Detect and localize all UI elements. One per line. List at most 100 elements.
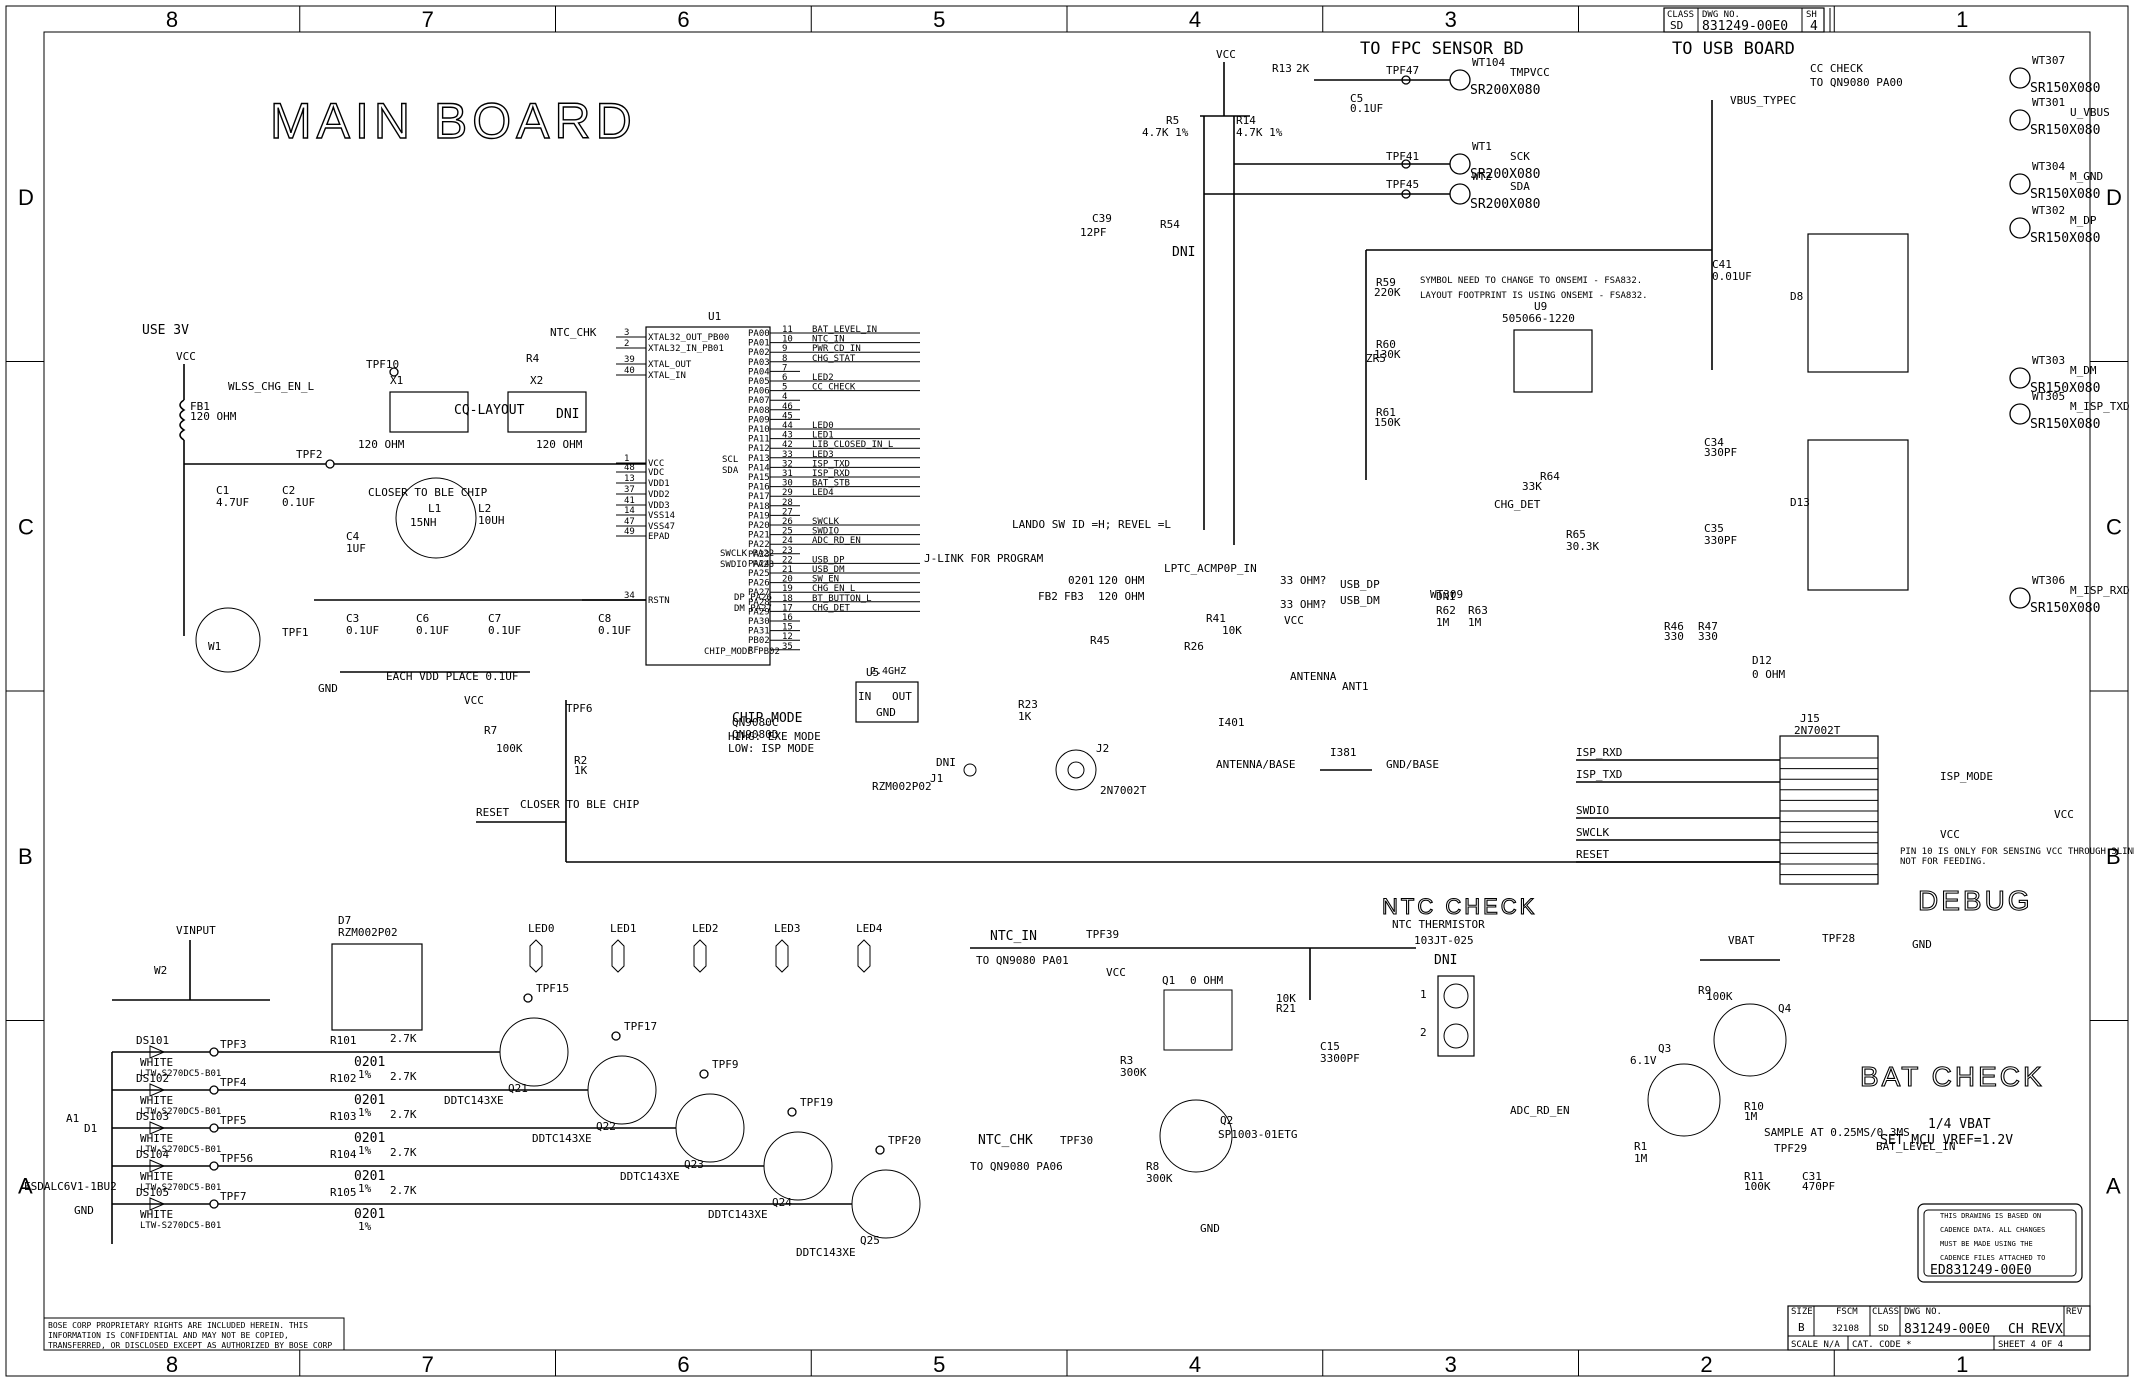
l2-val: 10UH <box>478 514 505 527</box>
u1-left-pin-name: VDC <box>648 468 664 478</box>
d7-tvs <box>331 943 423 1031</box>
d13-tvs <box>1807 439 1909 591</box>
svg-text:GND: GND <box>1200 1222 1220 1235</box>
wt-pad-ref: WT303 <box>2032 354 2065 367</box>
u1-net-label: ISP_TXD <box>812 459 850 469</box>
svg-text:A1: A1 <box>66 1112 79 1125</box>
svg-text:TPF45: TPF45 <box>1386 178 1419 191</box>
tb-top-sh-label: SH <box>1806 10 1817 20</box>
u1-right-pin-num: 12 <box>782 632 793 642</box>
fb1-ref: FB1 <box>190 400 210 413</box>
u1-right-pin-name: PA08 <box>748 406 770 416</box>
u1-net-label: SW_EN <box>812 575 839 585</box>
grid-col-top: 6 <box>677 7 689 32</box>
grid-row-left: C <box>18 514 34 539</box>
svg-text:2.4GHZ: 2.4GHZ <box>870 666 906 677</box>
svg-text:R14: R14 <box>1236 114 1256 127</box>
wt-pad-part: SR150X080 <box>2030 381 2100 396</box>
svg-text:ESDALC6V1-1BU2: ESDALC6V1-1BU2 <box>24 1180 117 1193</box>
svg-text:4.7K 1%: 4.7K 1% <box>1236 126 1283 139</box>
svg-text:TPF30: TPF30 <box>1060 1134 1093 1147</box>
note-closer-ble: CLOSER TO BLE CHIP <box>368 486 488 499</box>
led-color: WHITE <box>140 1056 173 1069</box>
x2-crystal <box>507 391 587 433</box>
u1-left-pin-name: XTAL32_OUT_PB00 <box>648 333 729 343</box>
svg-text:VCC: VCC <box>464 694 484 707</box>
led-transistor-part: DDTC143XE <box>532 1132 592 1145</box>
j15-net-right: VCC <box>1940 828 1960 841</box>
led-transistor-ref: Q24 <box>772 1196 792 1209</box>
svg-text:ANTENNA/BASE: ANTENNA/BASE <box>1216 758 1295 771</box>
svg-text:TPF29: TPF29 <box>1774 1142 1807 1155</box>
svg-text:R5: R5 <box>1166 114 1179 127</box>
grid-col-bottom: 2 <box>1700 1352 1712 1377</box>
led-resistor-pkg: 0201 <box>354 1207 385 1222</box>
u1-right-pin-num: 18 <box>782 594 793 604</box>
u1-right-pin-num: 46 <box>782 402 793 412</box>
u1-right-pin-num: 11 <box>782 325 793 335</box>
svg-text:130K: 130K <box>1374 348 1401 361</box>
svg-text:831249-00E0: 831249-00E0 <box>1904 1322 1990 1337</box>
svg-text:HIHG: EXE MODE: HIHG: EXE MODE <box>728 730 821 743</box>
svg-text:R54: R54 <box>1160 218 1180 231</box>
wt-pad-net: M_ISP_TXD <box>2070 400 2130 413</box>
u1-right-pin-num: 22 <box>782 555 793 565</box>
u1-swdio: SWDIO PA23 <box>720 560 774 570</box>
wt-pad-part: SR150X080 <box>2030 81 2100 96</box>
svg-text:120 OHM: 120 OHM <box>358 438 405 451</box>
led-transistor-part: DDTC143XE <box>796 1246 856 1259</box>
svg-text:ANTENNA: ANTENNA <box>1290 670 1337 683</box>
u1-right-pin-num: 20 <box>782 575 793 585</box>
u1-left-pin-num: 14 <box>624 506 635 516</box>
svg-text:VCC: VCC <box>1216 48 1236 61</box>
svg-text:GND: GND <box>74 1204 94 1217</box>
led-resistor-ref: R104 <box>330 1148 357 1161</box>
svg-text:J1: J1 <box>930 772 943 785</box>
led-transistor-part: DDTC143XE <box>620 1170 680 1183</box>
svg-text:1M: 1M <box>1436 616 1450 629</box>
led-net-top: LED2 <box>692 922 719 935</box>
svg-text:120 OHM: 120 OHM <box>1098 590 1145 603</box>
svg-text:D12: D12 <box>1752 654 1772 667</box>
wt-pad-net: SDA <box>1510 180 1530 193</box>
svg-text:C5: C5 <box>1350 92 1363 105</box>
u1-right-pin-num: 9 <box>782 344 787 354</box>
svg-text:D7: D7 <box>338 914 351 927</box>
svg-text:R26: R26 <box>1184 640 1204 653</box>
svg-text:MUST BE MADE USING THE: MUST BE MADE USING THE <box>1940 1240 2033 1248</box>
u1-right-pin-name: PA22 <box>748 540 770 550</box>
svg-text:LAYOUT FOOTPRINT IS USING ONSE: LAYOUT FOOTPRINT IS USING ONSEMI - FSA83… <box>1420 291 1648 301</box>
wt-pad-part: SR150X080 <box>2030 231 2100 246</box>
u1-swclk: SWCLK PA22 <box>720 549 774 559</box>
u1-right-pin-name: PA26 <box>748 579 770 589</box>
led-transistor-ref: Q25 <box>860 1234 880 1247</box>
u1-right-pin-name: PA01 <box>748 339 770 349</box>
u1-right-pin-name: PA09 <box>748 415 770 425</box>
wt-pad-part: SR150X080 <box>2030 417 2100 432</box>
svg-text:LANDO SW ID =H; REVEL =L: LANDO SW ID =H; REVEL =L <box>1012 518 1171 531</box>
svg-text:0.1UF: 0.1UF <box>346 624 379 637</box>
wt-pad-ref: WT301 <box>2032 96 2065 109</box>
u1-right-pin-num: 6 <box>782 373 787 383</box>
grid-col-top: 5 <box>933 7 945 32</box>
u1-sda: SDA <box>722 466 739 476</box>
u1-right-pin-name: PA10 <box>748 425 770 435</box>
wt-pad-circle <box>2009 67 2031 89</box>
svg-text:R64: R64 <box>1540 470 1560 483</box>
wt-pads: WT104SR200X080TMPVCCWT1SR200X080SCKWT2SR… <box>1449 54 2130 616</box>
u1-net-label: LED4 <box>812 488 834 498</box>
heading-debug: DEBUG <box>1918 885 2033 916</box>
title-block-bottom: SIZE B FSCM 32108 CLASS SD DWG NO. 83124… <box>1787 1305 2091 1351</box>
svg-text:100K: 100K <box>1706 990 1733 1003</box>
svg-text:32108: 32108 <box>1832 1324 1859 1334</box>
u1-left-pin-num: 49 <box>624 527 635 537</box>
u1-left-pin-name: VDD2 <box>648 490 670 500</box>
svg-text:SCALE N/A: SCALE N/A <box>1791 1340 1840 1350</box>
svg-text:R3: R3 <box>1120 1054 1133 1067</box>
u1-net-label: BAT_LEVEL_IN <box>812 325 877 335</box>
u1-net-label: CHG_EN_L <box>812 584 855 594</box>
u1-left-pin-num: 47 <box>624 517 635 527</box>
wt-pad-net: M_DP <box>2070 214 2097 227</box>
svg-text:R65: R65 <box>1566 528 1586 541</box>
led-testpoint: TPF19 <box>800 1096 833 1109</box>
